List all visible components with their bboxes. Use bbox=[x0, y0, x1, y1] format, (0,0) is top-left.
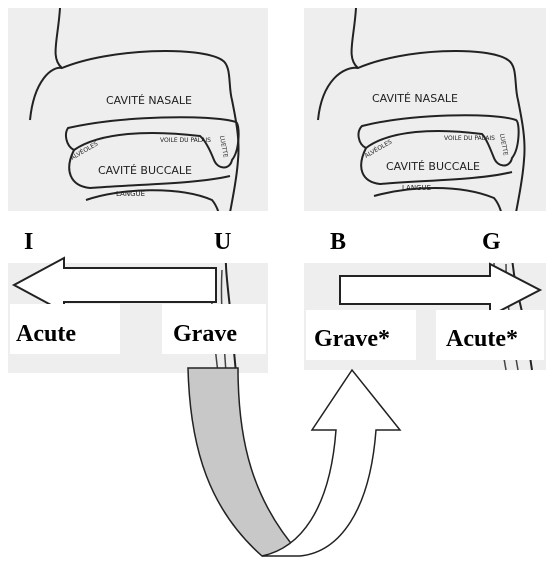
left-acute-label-box bbox=[10, 304, 120, 354]
left-grave-label-box bbox=[162, 304, 266, 354]
left-acute-label: Acute bbox=[16, 321, 76, 347]
right-tongue-label: LANGUE bbox=[402, 184, 431, 192]
left-uvula-label: LUETTE bbox=[218, 135, 229, 158]
right-panel: CAVITÉ NASALE VOILE DU PALAIS ALVÉOLES L… bbox=[304, 7, 546, 371]
right-grave-label-box bbox=[306, 310, 416, 360]
right-nasal-label: CAVITÉ NASALE bbox=[372, 92, 458, 105]
left-tongue-label: LANGUE bbox=[116, 190, 145, 198]
left-letter-band bbox=[8, 211, 268, 263]
ribbon-back-segment bbox=[187, 367, 302, 557]
left-letter-i: I bbox=[24, 229, 33, 255]
left-velum-label: VOILE DU PALAIS bbox=[160, 137, 211, 144]
right-oral-label: CAVITÉ BUCCALE bbox=[386, 160, 480, 173]
right-uvula-label: LUETTE bbox=[498, 133, 509, 156]
left-oral-outline bbox=[68, 149, 231, 190]
left-palate-outline bbox=[65, 116, 240, 169]
right-letter-g: G bbox=[482, 229, 501, 255]
right-direction-arrow bbox=[339, 262, 543, 318]
curved-transfer-arrow bbox=[187, 367, 402, 557]
right-velum-label: VOILE DU PALAIS bbox=[444, 135, 495, 142]
right-nose-line bbox=[317, 66, 359, 121]
right-grave-label: Grave* bbox=[314, 326, 390, 352]
right-letter-band bbox=[304, 211, 546, 263]
right-acute-label: Acute* bbox=[446, 326, 518, 352]
left-oral-label: CAVITÉ BUCCALE bbox=[98, 164, 192, 177]
left-nasal-label: CAVITÉ NASALE bbox=[106, 94, 192, 107]
left-direction-arrow bbox=[11, 256, 217, 314]
right-oral-outline bbox=[360, 147, 513, 186]
left-panel: CAVITÉ NASALE VOILE DU PALAIS ALVÉOLES L… bbox=[8, 7, 268, 374]
left-nose-line bbox=[29, 66, 63, 121]
right-acute-label-box bbox=[436, 310, 544, 360]
left-grave-label: Grave bbox=[173, 321, 237, 347]
right-letter-b: B bbox=[330, 229, 346, 255]
left-letter-u: U bbox=[214, 229, 231, 255]
ribbon-front-segment bbox=[261, 368, 402, 557]
right-palate-outline bbox=[357, 114, 520, 167]
